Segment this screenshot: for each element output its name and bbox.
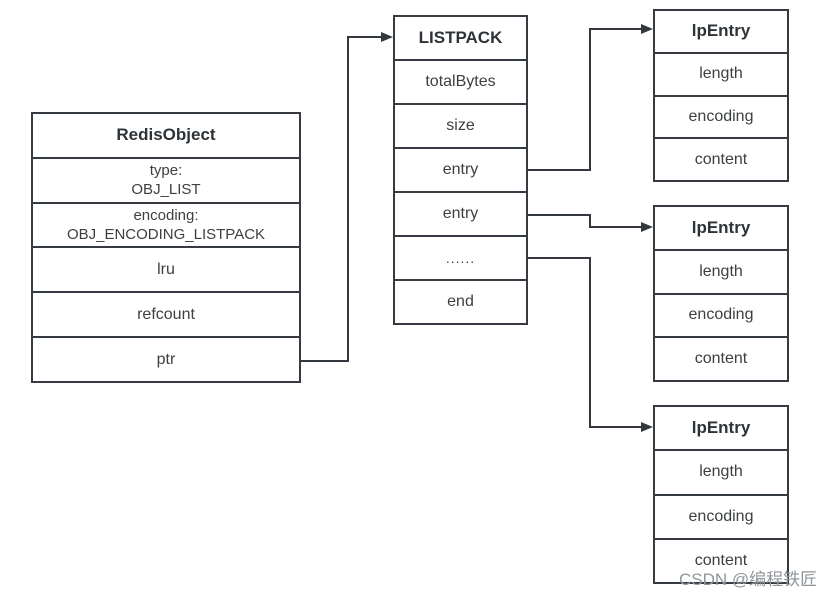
lpentry-2-row-encoding: encoding bbox=[655, 292, 787, 337]
lpentry-1-header: lpEntry bbox=[691, 21, 751, 41]
listpack-table: LISTPACK totalBytes size entry entry ...… bbox=[393, 15, 528, 325]
listpack-row-totalbytes: totalBytes bbox=[395, 59, 526, 103]
lpentry-table-3: lpEntry length encoding content bbox=[653, 405, 789, 584]
lpentry-3-row-length: length bbox=[655, 449, 787, 493]
redis-object-row-type: type: OBJ_LIST bbox=[33, 156, 299, 202]
redis-object-row-encoding: encoding: OBJ_ENCODING_LISTPACK bbox=[33, 201, 299, 247]
lpentry-1-row-length: length bbox=[655, 51, 787, 95]
listpack-row-ellipsis: ...... bbox=[395, 235, 526, 279]
listpack-row-end: end bbox=[395, 279, 526, 323]
entry2-to-lpentry2-arrow bbox=[528, 214, 653, 232]
listpack-row-entry-2: entry bbox=[395, 191, 526, 235]
encoding-label: encoding: bbox=[133, 207, 199, 225]
redis-object-row-lru: lru bbox=[33, 246, 299, 291]
redis-object-header: RedisObject bbox=[116, 125, 216, 145]
listpack-row-size: size bbox=[395, 103, 526, 147]
watermark: CSDN @编程铁匠 bbox=[679, 570, 818, 589]
dots-to-lpentry3-arrow bbox=[528, 257, 653, 432]
type-label: type: bbox=[149, 162, 183, 180]
redis-object-row-ptr: ptr bbox=[33, 336, 299, 381]
lpentry-1-row-content: content bbox=[655, 137, 787, 180]
lpentry-2-header: lpEntry bbox=[691, 217, 751, 237]
lpentry-3-header: lpEntry bbox=[691, 418, 751, 438]
lpentry-2-row-content: content bbox=[655, 336, 787, 380]
redis-object-row-refcount: refcount bbox=[33, 291, 299, 336]
lpentry-3-row-encoding: encoding bbox=[655, 493, 787, 538]
lpentry-1-row-encoding: encoding bbox=[655, 94, 787, 138]
lpentry-table-2: lpEntry length encoding content bbox=[653, 205, 789, 382]
lpentry-table-1: lpEntry length encoding content bbox=[653, 9, 789, 182]
listpack-row-entry-1: entry bbox=[395, 147, 526, 191]
lpentry-2-row-length: length bbox=[655, 248, 787, 293]
lpentry-3-row-content: content bbox=[655, 537, 787, 582]
ptr-to-listpack-arrow bbox=[301, 32, 393, 362]
redis-object-table: RedisObject type: OBJ_LIST encoding: OBJ… bbox=[31, 112, 301, 383]
entry1-to-lpentry1-arrow bbox=[528, 24, 653, 171]
encoding-value: OBJ_ENCODING_LISTPACK bbox=[66, 226, 266, 244]
type-value: OBJ_LIST bbox=[131, 181, 201, 199]
listpack-header: LISTPACK bbox=[418, 28, 503, 47]
